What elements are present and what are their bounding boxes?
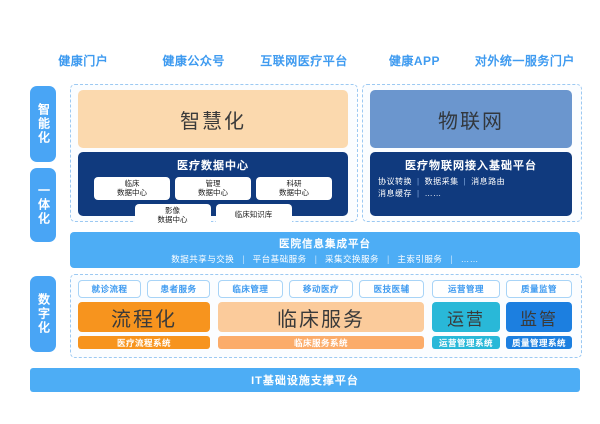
portal-row: 健康门户 健康公众号 互联网医疗平台 健康APP 对外统一服务门户 [28, 48, 580, 72]
integration-item-1[interactable]: 平台基础服务 [252, 253, 307, 264]
data-center-chip-b-0[interactable]: 影像数据中心 [134, 203, 211, 227]
medical-data-center-title: 医疗数据中心 [177, 160, 249, 172]
digital-tag-clinical-2[interactable]: 医技医辅 [359, 280, 425, 298]
side-tab-integrated-label: 一体化 [36, 184, 51, 226]
digital-tag-process-1[interactable]: 患者服务 [147, 280, 210, 298]
side-tab-integrated[interactable]: 一体化 [30, 168, 56, 242]
portal-item-internet-medical-platform[interactable]: 互联网医疗平台 [260, 53, 348, 68]
it-infrastructure-platform-bar[interactable]: IT基础设施支撑平台 [30, 368, 580, 392]
digital-group-process: 就诊流程患者服务 流程化 医疗流程系统 [78, 280, 210, 349]
integration-platform-title: 医院信息集成平台 [279, 237, 371, 250]
digital-group-quality-tags: 质量监管 [506, 280, 572, 298]
iot-capability-row-2: 消息缓存 | …… [378, 188, 564, 200]
portal-item-unified-service-portal[interactable]: 对外统一服务门户 [474, 53, 575, 68]
iot-capability-list: 协议转换 | 数据采集 | 消息路由 消息缓存 | …… [370, 173, 572, 200]
digital-group-process-main[interactable]: 流程化 [78, 302, 210, 332]
integration-item-separator-3: | [387, 253, 390, 264]
data-center-chip-1[interactable]: 管理数据中心 [175, 177, 251, 200]
digital-group-operation-tags: 运营管理 [432, 280, 500, 298]
digital-group-clinical-system[interactable]: 临床服务系统 [218, 336, 424, 349]
iot-capability-item-2[interactable]: 消息路由 [471, 177, 506, 186]
digital-tag-clinical-1[interactable]: 移动医疗 [288, 280, 354, 298]
digital-group-clinical-main[interactable]: 临床服务 [218, 302, 424, 332]
side-tab-digital-label: 数字化 [36, 293, 51, 335]
digital-group-operation-main[interactable]: 运营 [432, 302, 500, 332]
data-center-chip-row-1: 临床数据中心管理数据中心科研数据中心 [78, 177, 348, 200]
side-tab-digital[interactable]: 数字化 [30, 276, 56, 352]
digital-group-process-tags: 就诊流程患者服务 [78, 280, 210, 298]
portal-item-public-account[interactable]: 健康公众号 [162, 53, 225, 68]
digital-tag-quality-0[interactable]: 质量监管 [506, 280, 572, 298]
iot-capability-b-item-1[interactable]: …… [424, 189, 442, 198]
iot-capability-separator-2: | [463, 177, 467, 186]
data-center-chip-b-1[interactable]: 临床知识库 [215, 203, 292, 227]
iot-capability-item-0[interactable]: 协议转换 [378, 177, 412, 186]
digital-group-quality-system-label: 质量管理系统 [511, 337, 566, 348]
digital-group-clinical-main-label: 临床服务 [277, 308, 365, 331]
digital-group-clinical-system-label: 临床服务系统 [293, 337, 348, 348]
portal-item-health-portal[interactable]: 健康门户 [58, 53, 109, 68]
digital-group-quality-system[interactable]: 质量管理系统 [506, 336, 572, 349]
integration-item-separator-1: | [242, 253, 245, 264]
hospital-information-integration-platform[interactable]: 医院信息集成平台 数据共享与交换 | 平台基础服务 | 采集交换服务 | 主索引服务 | …… [70, 232, 580, 268]
iot-headline-box[interactable]: 物联网 [370, 90, 572, 148]
integration-item-separator-2: | [314, 253, 317, 264]
it-infrastructure-platform-label: IT基础设施支撑平台 [251, 375, 359, 387]
digital-group-quality-main[interactable]: 监管 [506, 302, 572, 332]
digital-group-clinical-tags: 临床管理移动医疗医技医辅 [218, 280, 425, 298]
iot-capability-row-1: 协议转换 | 数据采集 | 消息路由 [378, 176, 564, 188]
integration-item-4[interactable]: …… [460, 253, 479, 264]
digital-tag-operation-0[interactable]: 运营管理 [432, 280, 500, 298]
side-tab-intelligent-label: 智能化 [36, 103, 51, 145]
digital-group-operation: 运营管理 运营 运营管理系统 [432, 280, 500, 349]
digital-group-process-main-label: 流程化 [111, 308, 177, 331]
iot-capability-b-item-0[interactable]: 消息缓存 [378, 189, 412, 198]
digital-group-operation-system-label: 运营管理系统 [438, 337, 493, 348]
smart-headline-box[interactable]: 智慧化 [78, 90, 348, 148]
iot-headline-label: 物联网 [438, 110, 504, 133]
iot-capability-item-1[interactable]: 数据采集 [424, 177, 459, 186]
portal-item-health-app[interactable]: 健康APP [388, 53, 441, 68]
iot-capability-b-separator-1: | [417, 189, 420, 198]
digital-group-process-system[interactable]: 医疗流程系统 [78, 336, 210, 349]
digital-group-clinical: 临床管理移动医疗医技医辅 临床服务 临床服务系统 [218, 280, 425, 349]
iot-access-platform-title: 医疗物联网接入基础平台 [405, 160, 537, 172]
digital-group-quality-main-label: 监管 [520, 309, 558, 329]
integration-item-3[interactable]: 主索引服务 [397, 253, 443, 264]
digital-group-operation-main-label: 运营 [447, 309, 485, 329]
digital-tag-process-0[interactable]: 就诊流程 [78, 280, 141, 298]
integration-item-separator-4: | [450, 253, 453, 264]
digital-group-quality: 质量监管 监管 质量管理系统 [506, 280, 572, 349]
iot-access-platform-panel: 医疗物联网接入基础平台 协议转换 | 数据采集 | 消息路由 消息缓存 | …… [370, 152, 572, 216]
data-center-chip-0[interactable]: 临床数据中心 [94, 177, 170, 200]
medical-data-center-panel: 医疗数据中心 临床数据中心管理数据中心科研数据中心 影像数据中心临床知识库 [78, 152, 348, 227]
data-center-chip-row-2: 影像数据中心临床知识库 [78, 203, 348, 227]
digital-group-process-system-label: 医疗流程系统 [116, 337, 171, 348]
integration-platform-items: 数据共享与交换 | 平台基础服务 | 采集交换服务 | 主索引服务 | …… [163, 253, 486, 265]
smart-headline-label: 智慧化 [180, 110, 246, 133]
digital-group-operation-system[interactable]: 运营管理系统 [432, 336, 500, 349]
data-center-chip-2[interactable]: 科研数据中心 [256, 177, 332, 200]
iot-capability-separator-1: | [417, 177, 420, 186]
integration-item-2[interactable]: 采集交换服务 [325, 253, 380, 264]
integration-item-0[interactable]: 数据共享与交换 [171, 253, 235, 264]
side-tab-intelligent[interactable]: 智能化 [30, 86, 56, 162]
digital-tag-clinical-0[interactable]: 临床管理 [218, 280, 283, 298]
